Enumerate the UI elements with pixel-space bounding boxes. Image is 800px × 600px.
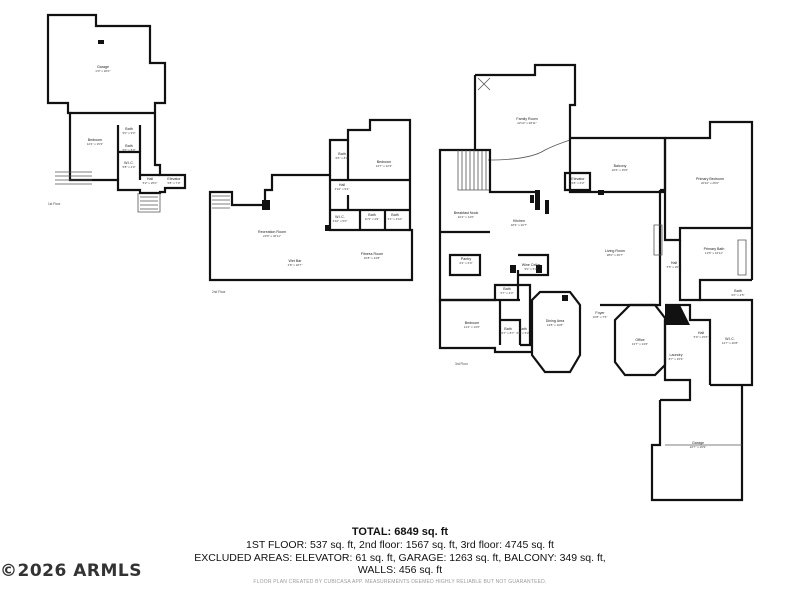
room-dims: 22'6" x 15'6" <box>612 168 628 172</box>
room-label: Bath <box>503 287 510 291</box>
room-label: Laundry <box>670 353 683 357</box>
room-label: Elevator <box>167 177 181 181</box>
room-dims: 5'2" x 25'0" <box>143 181 158 185</box>
armls-watermark: ©2026 ARMLS <box>0 561 142 581</box>
room-label: Breakfast Nook <box>454 211 479 215</box>
room-dims: 11'4" x 13'6" <box>464 325 480 329</box>
room-dims: 6'1" x 4'10" <box>388 217 403 221</box>
first-floor-plan: Garage 0'0" x 26'0" Bedroom 12'4" x 15'3… <box>46 13 187 213</box>
floor-label: 2nd Floor <box>212 290 226 294</box>
room-label: Bedroom <box>377 160 392 164</box>
room-label: Kitchen <box>513 219 525 223</box>
room-dims: 6'6" x 8'4" <box>335 156 348 160</box>
room-label: W.I.C. <box>335 215 345 219</box>
room-dims: 5'0" x 8'0" <box>122 148 135 152</box>
room-dims: 20'10" x 26'0" <box>701 181 719 185</box>
room-label: Office <box>635 338 644 342</box>
room-label: Hall <box>671 261 677 265</box>
room-dims: 22'10" x 28'11" <box>517 121 537 125</box>
room-label: Bath <box>125 144 132 148</box>
room-dims: 18'3" x 20'7" <box>511 223 527 227</box>
room-label: Hall <box>698 331 704 335</box>
room-dims: 5'7" x 4'3" <box>500 291 513 295</box>
room-dims: 10'8" x 7'6" <box>593 315 608 319</box>
room-label: Wine Cellar <box>522 263 541 267</box>
room-label: Bath <box>338 152 345 156</box>
room-dims: 13'7" x 13'6" <box>632 342 648 346</box>
room-label: Garage <box>692 441 704 445</box>
room-dims: 8'7" x 15'9" <box>669 357 684 361</box>
room-label: Bath <box>519 327 526 331</box>
room-dims: 28'0" x 26'7" <box>607 253 623 257</box>
room-label: Bath <box>391 213 398 217</box>
room-label: Bath <box>734 289 741 293</box>
room-label: Balcony <box>614 164 627 168</box>
second-floor-plan: Bath 6'6" x 8'4" Bedroom 13'7" x 12'3" H… <box>208 118 414 294</box>
room-dims: 6'0" x 4'5" <box>731 293 744 297</box>
room-label: Primary Bedroom <box>696 177 724 181</box>
room-dims: 4'8" x 18'7" <box>288 263 303 267</box>
room-dims: 13'7" x 12'3" <box>376 164 392 168</box>
room-dims: 5'8" x 7'0" <box>167 181 180 185</box>
room-dims: 0'0" x 26'0" <box>96 69 111 73</box>
room-dims: 3'10" x 5'0" <box>333 219 348 223</box>
area-summary: TOTAL: 6849 sq. ft 1ST FLOOR: 537 sq. ft… <box>0 526 800 577</box>
room-dims: 4'10" x 9'4" <box>335 187 350 191</box>
room-label: W.I.C. <box>124 161 134 165</box>
room-dims: 5'0" x 9'3" <box>122 131 135 135</box>
room-dims: 22'7" x 29'9" <box>690 445 706 449</box>
room-dims: 16'8" x 13'8" <box>364 256 380 260</box>
floor-areas: 1ST FLOOR: 537 sq. ft, 2nd floor: 1567 s… <box>246 539 554 551</box>
room-dims: 6'7" x 8'7" <box>501 331 514 335</box>
room-label: Hall <box>339 183 345 187</box>
floor-label: 1st Floor <box>48 202 61 206</box>
room-label: Bath <box>125 127 132 131</box>
total-area: TOTAL: 6849 sq. ft <box>351 526 449 538</box>
room-label: Hall <box>147 177 153 181</box>
room-dims: 10'2" x 14'0" <box>458 215 474 219</box>
room-dims: 5'5" x 26'0" <box>667 265 682 269</box>
room-dims: 14'7" x 26'8" <box>722 341 738 345</box>
floor-plan: Garage 0'0" x 26'0" Bedroom 12'4" x 15'3… <box>46 13 754 502</box>
room-dims: 5'0" x 5'3" <box>524 267 537 271</box>
room-label: Recreation Room <box>258 230 286 234</box>
room-dims: 6'2" x 6'0" <box>459 261 472 265</box>
room-label: Primary Bath <box>704 247 725 251</box>
room-dims: 5'8" x 6'3" <box>571 181 584 185</box>
room-label: Living Room <box>605 249 625 253</box>
room-label: W.I.C. <box>725 337 735 341</box>
disclaimer-note: FLOOR PLAN CREATED BY CUBICASA APP. MEAS… <box>253 579 547 585</box>
room-dims: 12'4" x 15'3" <box>87 142 103 146</box>
room-label: Family Room <box>516 117 537 121</box>
excluded-areas: EXCLUDED AREAS: ELEVATOR: 61 sq. ft, GAR… <box>194 551 606 564</box>
walls-area: WALLS: 456 sq. ft <box>357 564 443 576</box>
room-dims: 13'8" x 16'8" <box>547 323 563 327</box>
room-label: Bath <box>504 327 511 331</box>
room-dims: 5'8" x 5'3" <box>516 331 529 335</box>
room-label: Dining Area <box>546 319 565 323</box>
third-floor-plan: Family Room 22'10" x 28'11" Balcony 22'6… <box>438 63 754 502</box>
room-dims: 5'8" x 4'9" <box>122 165 135 169</box>
room-label: Elevator <box>571 177 585 181</box>
room-label: Bedroom <box>465 321 480 325</box>
room-label: Bath <box>368 213 375 217</box>
room-label: Bedroom <box>88 138 103 142</box>
room-label: Fitness Room <box>361 252 383 256</box>
room-label: Garage <box>97 65 109 69</box>
room-label: Foyer <box>595 311 605 315</box>
room-dims: 23'9" x 46'11" <box>263 234 281 238</box>
room-dims: 11'3" x 4'9" <box>365 217 380 221</box>
floor-label: 3rd Floor <box>455 362 469 366</box>
room-dims: 5'0" x 15'6" <box>694 335 709 339</box>
room-label: Wet Bar <box>289 259 303 263</box>
room-dims: 13'6" x 16'11" <box>705 251 723 255</box>
room-label: Pantry <box>461 257 472 261</box>
